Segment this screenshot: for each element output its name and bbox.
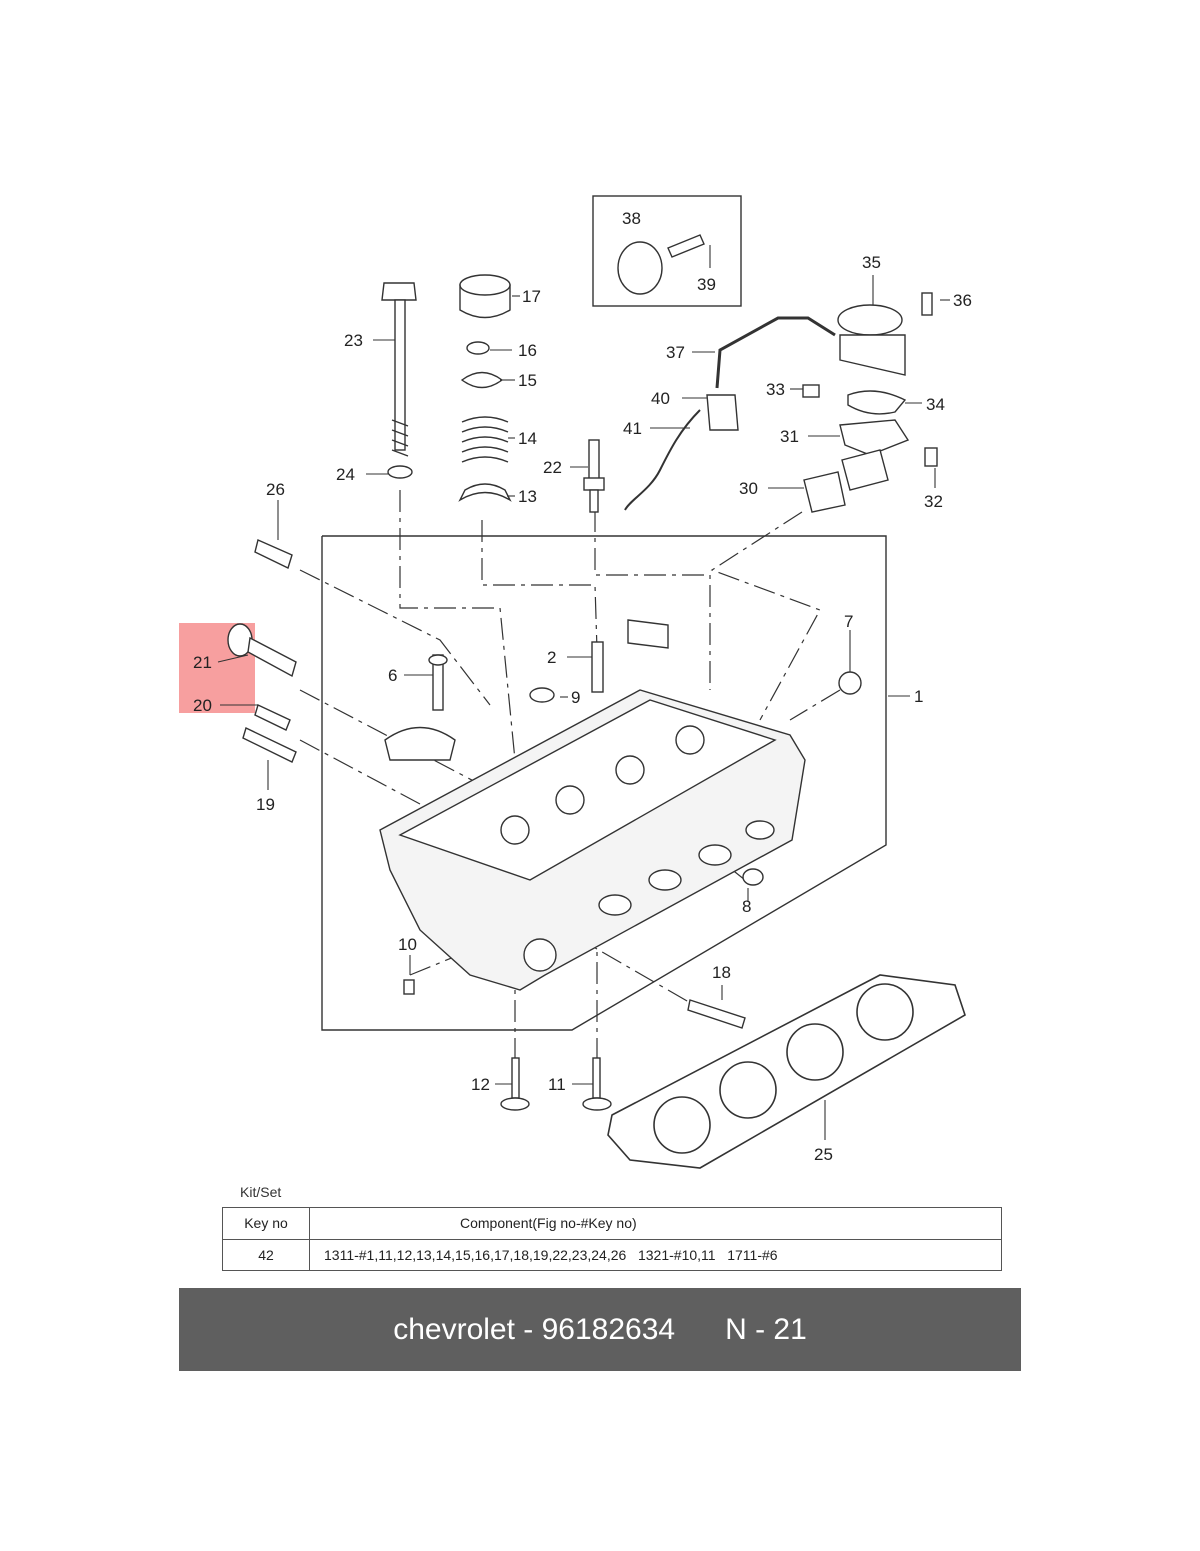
- callout-25: 25: [814, 1145, 833, 1164]
- callout-22: 22: [543, 458, 562, 477]
- callout-32: 32: [924, 492, 943, 511]
- callout-40: 40: [651, 389, 670, 408]
- callout-20: 20: [193, 696, 212, 715]
- callout-17: 17: [522, 287, 541, 306]
- callout-39: 39: [697, 275, 716, 294]
- head-frame: [321, 535, 887, 1031]
- hose-41: [624, 409, 701, 511]
- callout-31: 31: [780, 427, 799, 446]
- callout-7: 7: [844, 612, 853, 631]
- row-component-list: 1311-#1,11,12,13,14,15,16,17,18,19,22,23…: [309, 1238, 1002, 1271]
- footer-diagram-code: N - 21: [725, 1312, 807, 1346]
- callout-1: 1: [914, 687, 923, 706]
- header-component: Component(Fig no-#Key no): [309, 1207, 1002, 1240]
- callout-labels: 1 2 6 7 8 9 10 11 12 13 14 15 16 17 18 1…: [193, 209, 972, 1164]
- callout-16: 16: [518, 341, 537, 360]
- tube-37: [715, 316, 836, 389]
- callout-38: 38: [622, 209, 641, 228]
- callout-24: 24: [336, 465, 355, 484]
- callout-26: 26: [266, 480, 285, 499]
- callout-37: 37: [666, 343, 685, 362]
- callout-33: 33: [766, 380, 785, 399]
- table-row: 42 1311-#1,11,12,13,14,15,16,17,18,19,22…: [222, 1238, 1002, 1271]
- part-22-stud: [583, 439, 605, 513]
- header-key-no: Key no: [222, 1207, 310, 1240]
- callout-15: 15: [518, 371, 537, 390]
- callout-41: 41: [623, 419, 642, 438]
- callout-18: 18: [712, 963, 731, 982]
- bottom-parts: [403, 979, 746, 1111]
- kit-table-header: Key no Component(Fig no-#Key no): [222, 1207, 1002, 1240]
- callout-35: 35: [862, 253, 881, 272]
- callout-11: 11: [548, 1075, 566, 1094]
- inset-box: [592, 195, 742, 307]
- callout-13: 13: [518, 487, 537, 506]
- leader-lines: [217, 245, 950, 1140]
- cylinder-head: [379, 689, 806, 991]
- callout-2: 2: [547, 648, 556, 667]
- row-key-no: 42: [222, 1238, 310, 1271]
- callout-14: 14: [518, 429, 537, 448]
- callout-21: 21: [193, 653, 212, 672]
- callout-10: 10: [398, 935, 417, 954]
- callout-9: 9: [571, 688, 580, 707]
- callout-34: 34: [926, 395, 945, 414]
- callout-36: 36: [953, 291, 972, 310]
- egr-assembly: [617, 234, 938, 513]
- left-parts: [227, 539, 297, 763]
- middle-parts: [384, 619, 862, 886]
- footer-brand-part-number: chevrolet - 96182634: [393, 1312, 676, 1346]
- callout-19: 19: [256, 795, 275, 814]
- callout-23: 23: [344, 331, 363, 350]
- callout-12: 12: [471, 1075, 490, 1094]
- callout-6: 6: [388, 666, 397, 685]
- head-gasket: [607, 974, 966, 1169]
- kit-table: Key no Component(Fig no-#Key no) 42 1311…: [222, 1207, 1002, 1271]
- callout-30: 30: [739, 479, 758, 498]
- part-23-bolt: [381, 282, 417, 479]
- callout-8: 8: [742, 897, 751, 916]
- valve-stack: [458, 274, 512, 502]
- kit-set-title: Kit/Set: [240, 1184, 282, 1200]
- footer-banner: chevrolet - 96182634 N - 21: [179, 1288, 1021, 1371]
